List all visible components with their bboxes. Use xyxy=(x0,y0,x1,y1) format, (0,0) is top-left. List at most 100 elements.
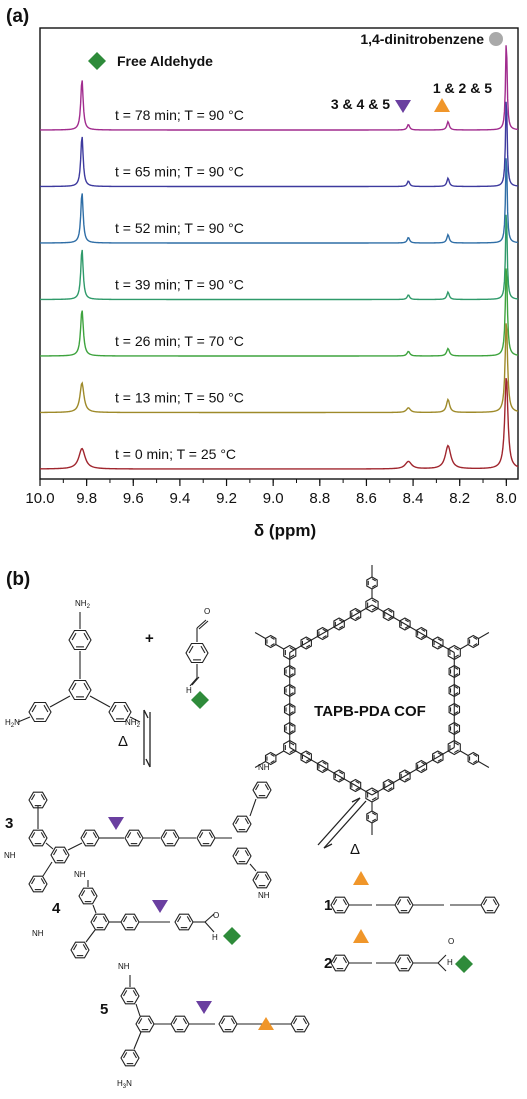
benzene-ring xyxy=(480,896,500,914)
double-bond xyxy=(404,619,409,623)
x-tick-label: 8.2 xyxy=(449,490,470,507)
double-bond xyxy=(163,832,168,839)
double-bond xyxy=(93,916,98,923)
double-bond xyxy=(199,832,204,839)
plus-sign: + xyxy=(145,630,154,647)
bond xyxy=(42,861,53,877)
double-bond xyxy=(43,704,49,713)
double-bond xyxy=(182,1018,187,1025)
spectra-group xyxy=(39,45,519,470)
dinitrobenzene-label: 1,4-dinitrobenzene xyxy=(360,31,484,47)
double-bond xyxy=(437,638,442,642)
condition-label: t = 52 min; T = 90 °C xyxy=(115,220,244,236)
benzene-ring xyxy=(108,701,132,723)
double-bond xyxy=(406,899,411,906)
double-bond xyxy=(123,916,128,923)
compound-4-number: 4 xyxy=(52,900,61,917)
double-bond xyxy=(255,784,260,791)
double-bond xyxy=(453,730,459,734)
double-bond xyxy=(421,761,426,765)
double-bond xyxy=(71,632,77,641)
double-bond xyxy=(421,628,426,632)
h-label-bottom: H xyxy=(186,686,192,695)
benzene-ring xyxy=(232,847,252,865)
bond xyxy=(204,921,215,933)
double-bond xyxy=(289,741,295,746)
double-bond xyxy=(437,758,442,762)
double-bond xyxy=(305,638,311,642)
bond xyxy=(85,929,96,943)
double-bond xyxy=(235,850,240,857)
double-bond xyxy=(83,632,89,641)
h2n-label-left: H2N xyxy=(5,718,20,729)
double-bond xyxy=(177,916,182,923)
double-bond xyxy=(73,944,78,951)
purple-triangle-icon xyxy=(395,100,411,113)
double-bond xyxy=(138,1018,143,1025)
free-aldehyde-marker xyxy=(88,52,106,70)
bond xyxy=(49,695,71,708)
benzene-ring xyxy=(185,642,209,664)
green-diamond-icon xyxy=(191,691,209,709)
bond xyxy=(89,695,111,708)
nh2-label: NH xyxy=(258,763,270,772)
double-bond xyxy=(132,1052,137,1059)
x-tick-label: 8.0 xyxy=(496,490,517,507)
double-bond xyxy=(322,761,327,765)
double-bond xyxy=(371,789,377,793)
double-bond xyxy=(453,685,459,689)
benzene-ring xyxy=(447,739,461,756)
double-bond xyxy=(264,874,269,881)
double-bond xyxy=(102,916,107,923)
double-bond xyxy=(322,768,327,772)
bond xyxy=(129,716,141,723)
bond xyxy=(254,632,266,639)
double-bond xyxy=(338,619,344,623)
benzene-ring xyxy=(68,629,92,651)
condition-label: t = 13 min; T = 50 °C xyxy=(115,390,244,406)
double-bond xyxy=(333,899,338,906)
bond xyxy=(204,913,215,923)
orange-triangle-icon xyxy=(434,98,450,112)
spectrum-trace xyxy=(40,158,519,244)
double-bond xyxy=(123,704,129,713)
double-bond xyxy=(453,646,459,651)
bond xyxy=(254,761,266,768)
x-tick-label: 8.4 xyxy=(403,490,424,507)
double-bond xyxy=(453,749,459,754)
double-bond xyxy=(53,849,58,856)
bond xyxy=(460,644,469,650)
x-tick-label: 9.2 xyxy=(216,490,237,507)
nh2-label: NH xyxy=(4,851,16,860)
orange-triangle-icon xyxy=(353,929,369,943)
x-tick-label: 8.8 xyxy=(309,490,330,507)
benzene-ring xyxy=(28,875,48,893)
bond xyxy=(460,750,469,756)
bond xyxy=(191,676,200,686)
double-bond xyxy=(305,758,311,762)
double-bond xyxy=(492,899,497,906)
double-bond xyxy=(453,741,459,746)
spectrum-trace xyxy=(40,214,519,301)
double-bond xyxy=(453,723,459,727)
double-bond xyxy=(473,643,478,647)
double-bond xyxy=(289,666,294,670)
orange-triangle-icon xyxy=(258,1017,274,1030)
x-tick-label: 9.6 xyxy=(123,490,144,507)
bond xyxy=(275,644,284,650)
double-bond xyxy=(371,607,377,611)
double-bond xyxy=(123,1052,128,1059)
double-bond xyxy=(172,832,177,839)
bond xyxy=(275,750,284,756)
spectrum-trace xyxy=(39,377,519,470)
double-bond xyxy=(111,704,117,713)
x-tick-label: 8.6 xyxy=(356,490,377,507)
double-bond xyxy=(355,780,360,784)
x-tick-label: 9.8 xyxy=(76,490,97,507)
h3n-label: H3N xyxy=(117,1079,132,1090)
compound-5 xyxy=(120,975,310,1067)
benzene-ring xyxy=(78,887,98,905)
condition-label: t = 0 min; T = 25 °C xyxy=(115,446,236,462)
double-bond xyxy=(333,957,338,964)
h-label: H xyxy=(447,958,453,967)
